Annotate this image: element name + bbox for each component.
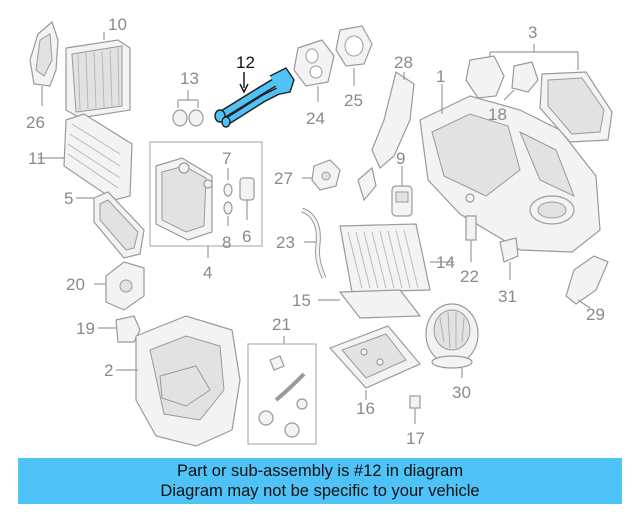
callout-25: 25 <box>344 91 363 110</box>
callout-6: 6 <box>242 227 251 246</box>
part-4-expansion-valve[interactable] <box>155 157 213 241</box>
callout-1: 1 <box>436 67 445 86</box>
part-7-o-ring[interactable] <box>223 183 233 197</box>
callout-26: 26 <box>26 113 45 132</box>
part-14-cabin-filter[interactable] <box>339 223 454 293</box>
part-6-sensor[interactable] <box>239 177 255 220</box>
part-13-seals[interactable] <box>172 109 204 127</box>
part-18-actuator[interactable] <box>503 61 539 101</box>
box-21-kit <box>247 343 317 445</box>
callout-22: 22 <box>460 267 479 286</box>
part-22-sensor[interactable] <box>465 215 477 262</box>
part-16-tray[interactable] <box>328 325 421 400</box>
callout-11: 11 <box>28 149 46 168</box>
part-8-o-ring[interactable] <box>223 201 233 215</box>
callout-27: 27 <box>274 169 293 188</box>
callout-30: 30 <box>452 383 471 402</box>
callout-9: 9 <box>396 149 405 168</box>
callout-2: 2 <box>104 361 113 380</box>
callout-29: 29 <box>586 305 605 324</box>
callout-10: 10 <box>108 15 127 34</box>
callout-15: 15 <box>292 291 311 310</box>
part-21-clips[interactable] <box>258 355 308 438</box>
part-2-lower-housing[interactable] <box>116 315 241 447</box>
part-15-cover[interactable] <box>318 289 422 319</box>
part-9-switch[interactable] <box>391 166 413 217</box>
part-11-evaporator[interactable] <box>38 113 133 201</box>
callout-28: 28 <box>394 53 413 72</box>
callout-13: 13 <box>180 69 199 88</box>
part-30-blower-motor[interactable] <box>425 303 479 378</box>
callout-23: 23 <box>276 233 295 252</box>
callout-19: 19 <box>76 319 95 338</box>
callout-18: 18 <box>488 105 507 124</box>
part-20-actuator[interactable] <box>94 261 145 311</box>
callout-4: 4 <box>203 263 212 282</box>
part-24-gasket[interactable] <box>293 39 335 102</box>
part-19-actuator[interactable] <box>98 315 141 343</box>
callout-3: 3 <box>528 23 537 42</box>
part-10-heater-core[interactable] <box>65 32 131 119</box>
part-23-drain-hose[interactable] <box>301 207 327 279</box>
callout-7: 7 <box>222 149 231 168</box>
box-4-kit <box>149 141 263 247</box>
part-25-seal[interactable] <box>335 25 373 86</box>
part-1-hvac-housing[interactable] <box>419 84 601 253</box>
part-31-resistor[interactable] <box>499 237 519 280</box>
callout-20: 20 <box>66 275 85 294</box>
callout-24: 24 <box>306 109 325 128</box>
callout-14: 14 <box>436 253 455 272</box>
callout-31: 31 <box>498 287 517 306</box>
part-3-distribution-housing[interactable] <box>465 55 613 143</box>
part-26-bracket[interactable] <box>29 20 59 106</box>
callout-5: 5 <box>64 189 73 208</box>
callout-17: 17 <box>406 429 425 448</box>
callout-8: 8 <box>222 233 231 252</box>
banner-line-2: Diagram may not be specific to your vehi… <box>160 482 480 500</box>
banner-line-1: Part or sub-assembly is #12 in diagram <box>176 462 464 480</box>
part-12-refrigerant-line[interactable] <box>214 67 295 128</box>
part-27-sensor[interactable] <box>302 159 341 191</box>
part-17-screw[interactable] <box>409 395 421 424</box>
parts-diagram: 26 10 11 5 20 19 <box>26 15 613 448</box>
callout-21: 21 <box>272 315 291 334</box>
part-5-filter[interactable] <box>76 191 145 259</box>
callout-12: 12 <box>236 53 255 72</box>
part-29-duct[interactable] <box>565 255 609 309</box>
info-banner: Part or sub-assembly is #12 in diagram D… <box>18 458 622 504</box>
part-28-bracket[interactable] <box>357 71 415 202</box>
callout-16: 16 <box>356 399 375 418</box>
